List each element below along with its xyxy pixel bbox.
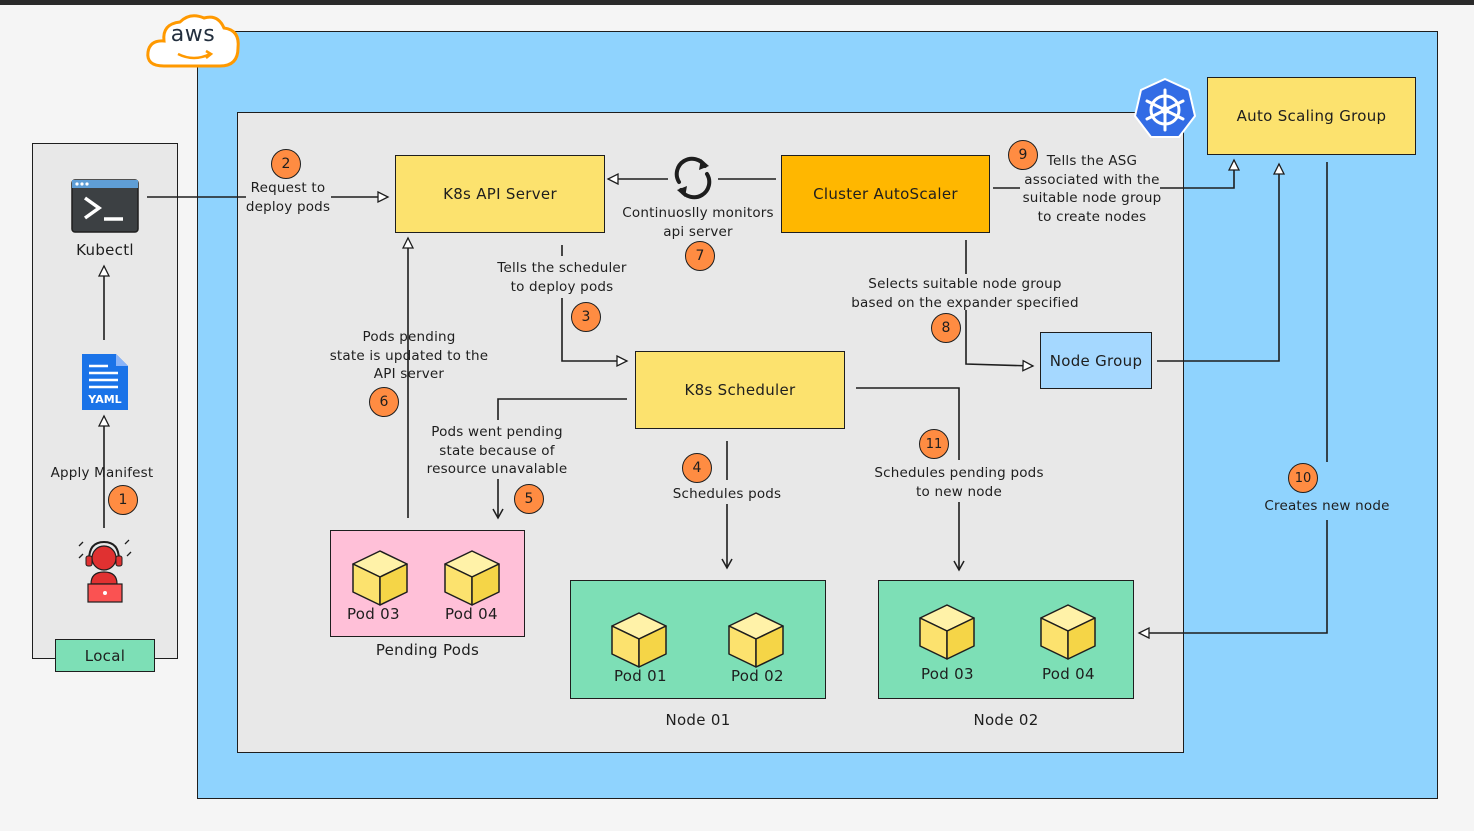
step-4-text: Schedules pods [672, 486, 782, 502]
arrow-autoscaler-to-nodegroup-b [965, 310, 1033, 366]
step-8-badge: 8 [931, 313, 961, 343]
node-01-caption: Node 01 [665, 711, 731, 729]
step-4-badge: 4 [682, 453, 712, 483]
cluster-autoscaler-box: Cluster AutoScaler [781, 155, 990, 233]
k8s-api-server-label: K8s API Server [443, 185, 557, 203]
arrow-asg-to-node2-b [1139, 520, 1328, 633]
pod-label: Pod 01 [614, 667, 667, 685]
step-8-text: Selects suitable node group based on the… [851, 276, 1079, 311]
node-group-box: Node Group [1040, 332, 1152, 389]
cube-icon [1039, 603, 1097, 665]
node-01-box [570, 580, 826, 699]
step-10-badge: 10 [1288, 463, 1318, 493]
step-9-text: Tells the ASG associated with the suitab… [1022, 153, 1162, 225]
kubectl-label: Kubectl [76, 241, 134, 259]
step-7-text: Continuoslly monitors api server [622, 205, 774, 240]
arrow-scheduler-to-pending-a [497, 398, 627, 420]
pod-label: Pod 04 [1042, 665, 1095, 683]
yaml-file-icon: YAML [80, 352, 130, 412]
yaml-icon-text: YAML [88, 393, 122, 406]
auto-scaling-group-box: Auto Scaling Group [1207, 77, 1416, 155]
aws-cloud-logo: aws [144, 10, 242, 72]
pod-label: Pod 03 [921, 665, 974, 683]
step-6-text: Pods pending state is updated to the API… [329, 329, 489, 382]
cube-icon [351, 549, 409, 611]
step-3-badge: 3 [571, 302, 601, 332]
kubernetes-helm-icon [1133, 77, 1197, 141]
step-2-text: Request to deploy pods [245, 180, 331, 215]
developer-at-laptop-icon [77, 536, 133, 606]
local-label: Local [84, 646, 126, 665]
k8s-scheduler-label: K8s Scheduler [684, 381, 796, 399]
cluster-autoscaler-label: Cluster AutoScaler [813, 185, 958, 203]
step-9-badge: 9 [1008, 140, 1038, 170]
pod-label: Pod 03 [347, 605, 400, 623]
k8s-scheduler-box: K8s Scheduler [635, 351, 845, 429]
step-11-text: Schedules pending pods to new node [874, 465, 1044, 500]
step-5-badge: 5 [514, 484, 544, 514]
arrow-scheduler-to-node2-a [856, 387, 960, 460]
top-edge-bar [0, 0, 1474, 5]
step-1-text: Apply Manifest [50, 465, 154, 481]
arrow-nodegroup-to-asg [1157, 164, 1279, 362]
pending-pods-caption: Pending Pods [375, 641, 480, 659]
local-label-box: Local [55, 639, 155, 672]
terminal-icon [71, 179, 139, 233]
cube-icon [443, 549, 501, 611]
step-7-badge: 7 [685, 241, 715, 271]
step-2-badge: 2 [271, 149, 301, 179]
node-02-caption: Node 02 [973, 711, 1039, 729]
k8s-api-server-box: K8s API Server [395, 155, 605, 233]
aws-logo-text: aws [170, 22, 216, 47]
arrow-autoscaler-to-asg-b [1160, 160, 1234, 189]
step-10-text: Creates new node [1264, 498, 1390, 514]
step-6-badge: 6 [369, 387, 399, 417]
auto-scaling-group-label: Auto Scaling Group [1236, 107, 1387, 125]
step-11-badge: 11 [919, 429, 949, 459]
pod-label: Pod 04 [445, 605, 498, 623]
step-3-text: Tells the scheduler to deploy pods [497, 260, 627, 295]
arrow-api-to-scheduler-b [561, 298, 627, 361]
cube-icon [918, 603, 976, 665]
cube-icon [727, 611, 785, 673]
cube-icon [610, 611, 668, 673]
step-5-text: Pods went pending state because of resou… [426, 424, 568, 477]
refresh-cycle-icon [671, 156, 715, 200]
pod-label: Pod 02 [731, 667, 784, 685]
node-group-label: Node Group [1049, 351, 1143, 370]
step-1-badge: 1 [108, 485, 138, 515]
